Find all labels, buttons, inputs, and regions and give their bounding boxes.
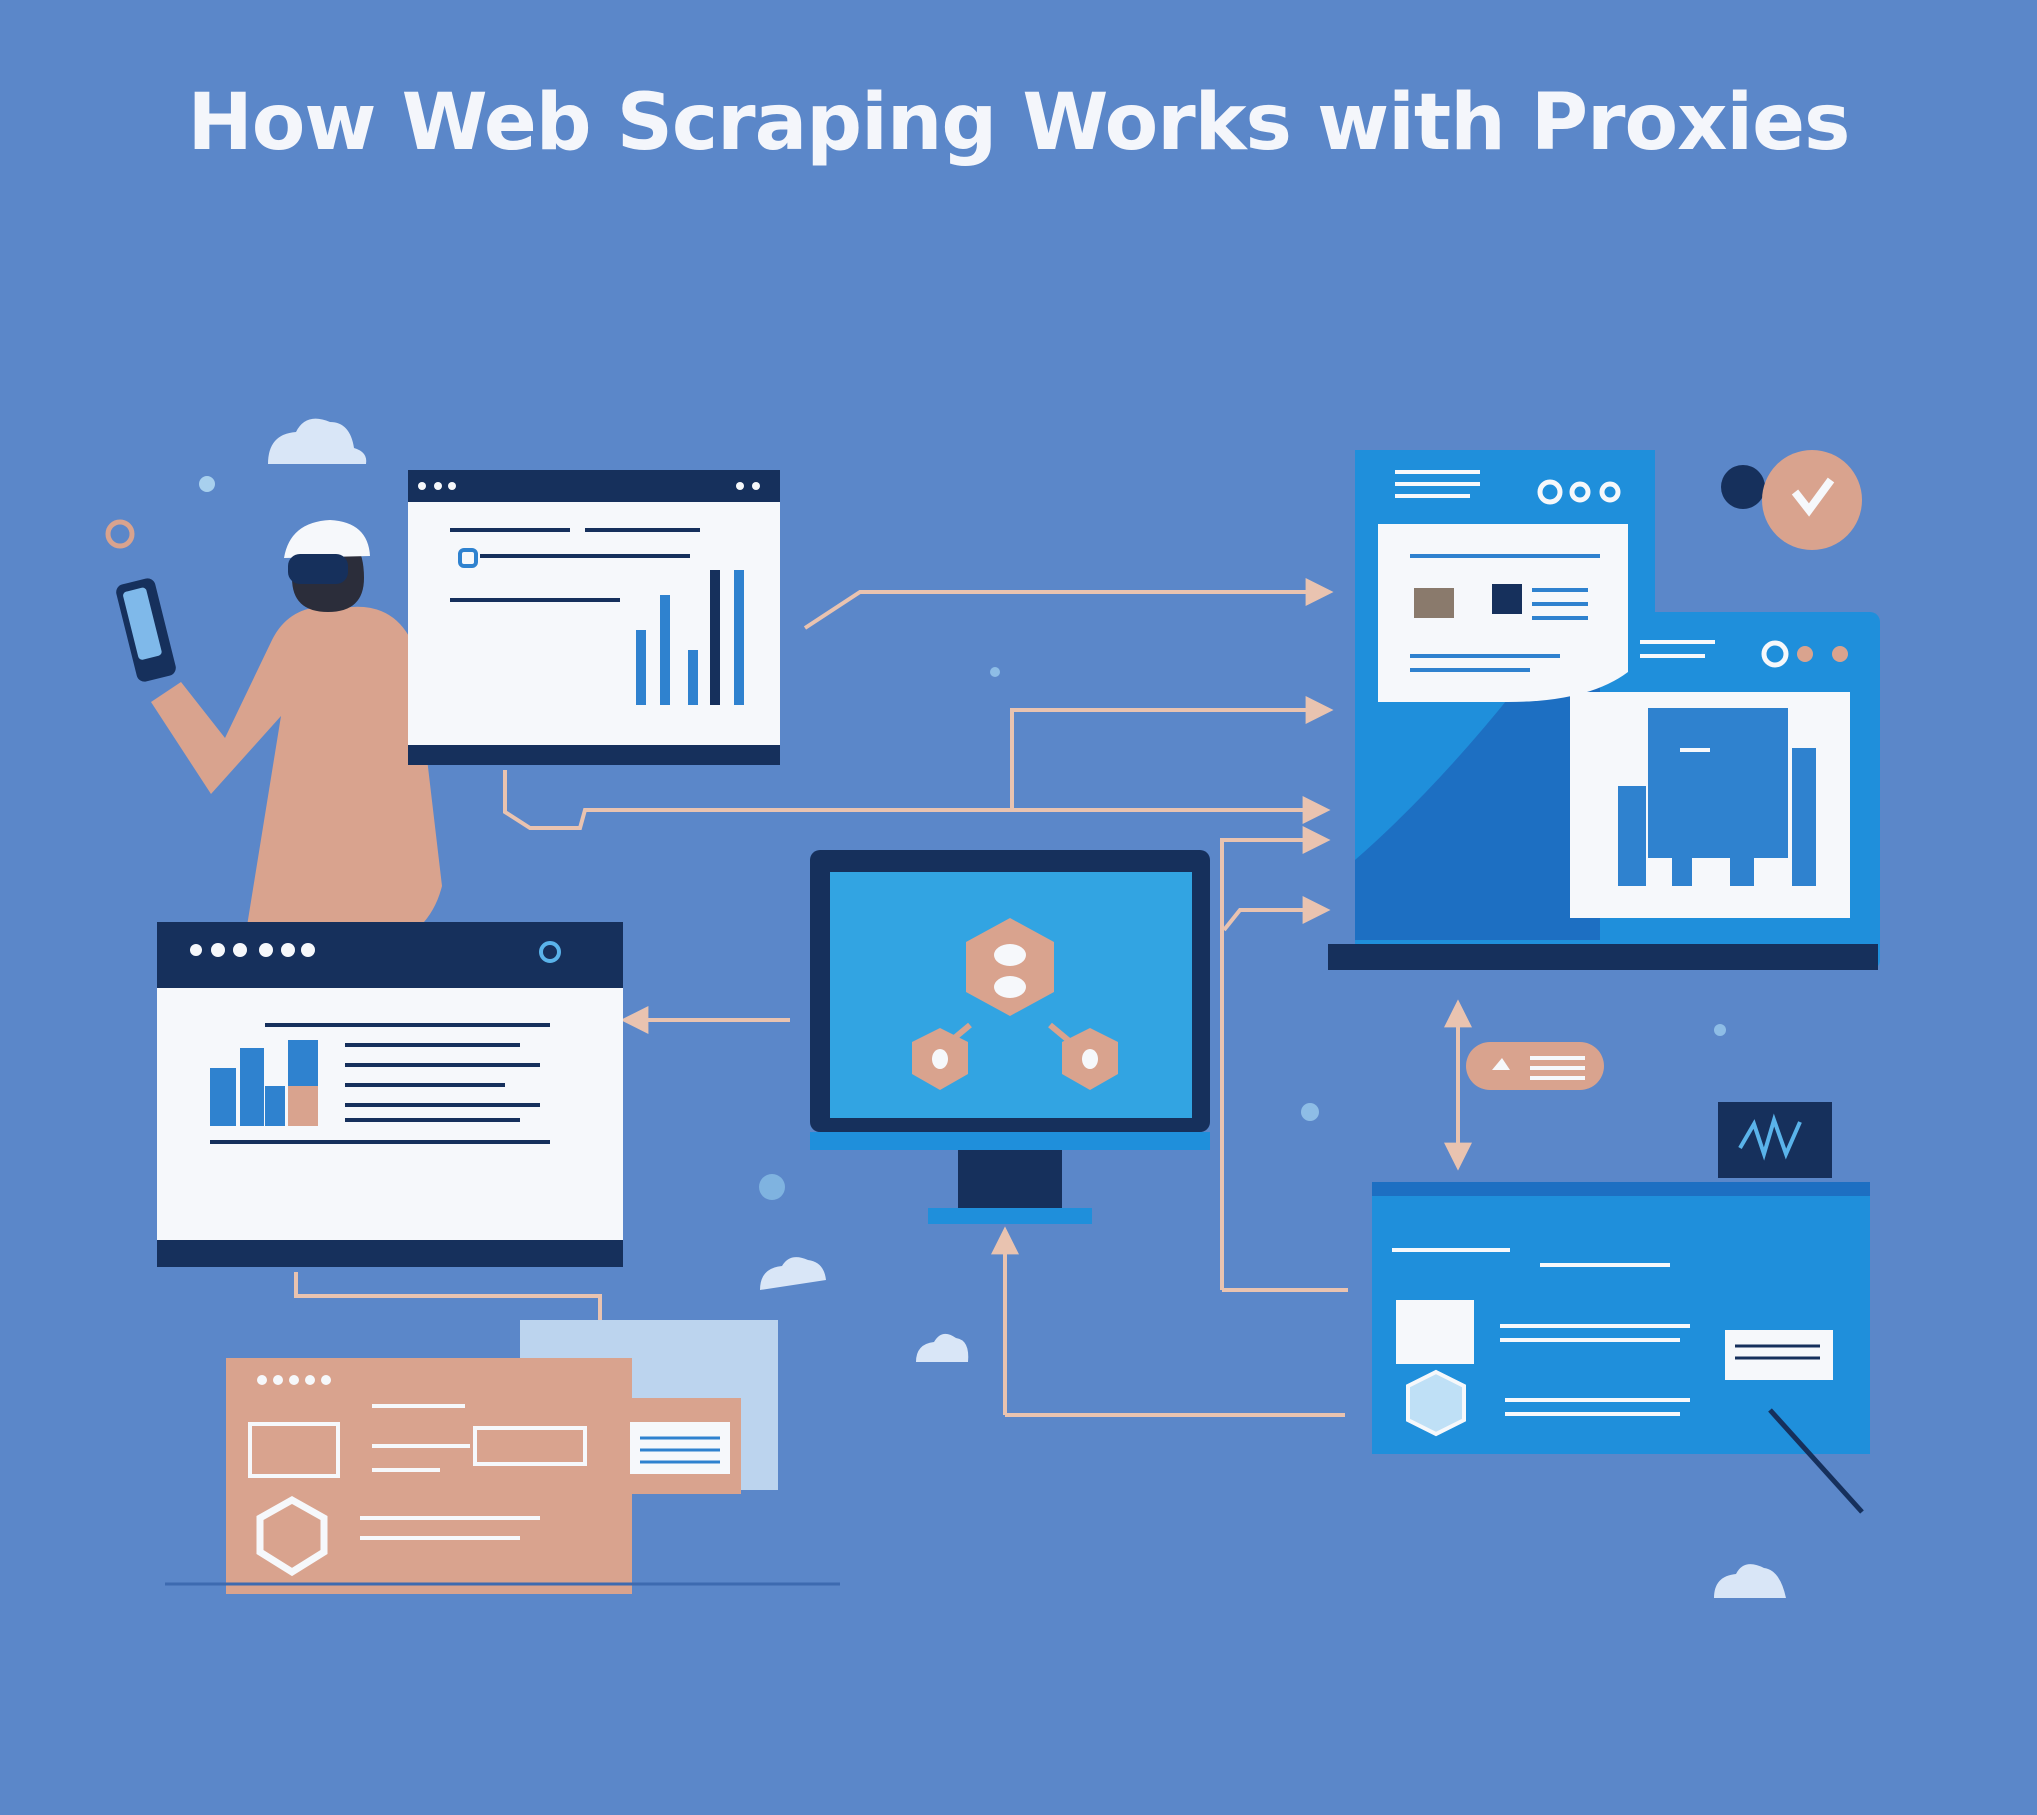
- browser-window-report: [157, 922, 623, 1267]
- clouds: [199, 418, 1786, 1598]
- cloud-icon: [760, 1257, 826, 1290]
- helmet: [284, 520, 370, 558]
- dot: [1301, 1103, 1319, 1121]
- vr-headset-icon: [288, 554, 348, 584]
- connectors: [294, 578, 1472, 1417]
- proxy-card: [165, 1320, 840, 1594]
- connector-line: [1010, 696, 1334, 812]
- data-tag: [1466, 1042, 1604, 1090]
- cloud-icon: [1714, 1564, 1786, 1598]
- shield-icon: [256, 1495, 328, 1577]
- cloud-icon: [268, 418, 367, 464]
- cube-icon: [1406, 1369, 1466, 1437]
- dot: [759, 1174, 785, 1200]
- proxy-node-hexagon: [966, 918, 1054, 1016]
- connector-line: [294, 1272, 602, 1330]
- dot: [990, 667, 1000, 677]
- connector-line: [503, 770, 1331, 830]
- dot: [199, 476, 215, 492]
- target-website-laptop: [1328, 450, 1880, 970]
- connector-line: [803, 578, 1334, 630]
- data-dashboard: [1372, 1102, 1870, 1514]
- settings-icon: [539, 941, 561, 963]
- connector-line: [1220, 826, 1331, 1290]
- cloud-icon: [916, 1333, 969, 1362]
- dot: [1714, 1024, 1726, 1036]
- proxy-server-monitor: [810, 850, 1210, 1224]
- small-badge: [105, 519, 135, 549]
- connector-line: [1222, 896, 1331, 932]
- chat-icon: [1721, 465, 1765, 509]
- browser-window-chart: [408, 470, 780, 765]
- page-title: How Web Scraping Works with Proxies: [187, 78, 1851, 168]
